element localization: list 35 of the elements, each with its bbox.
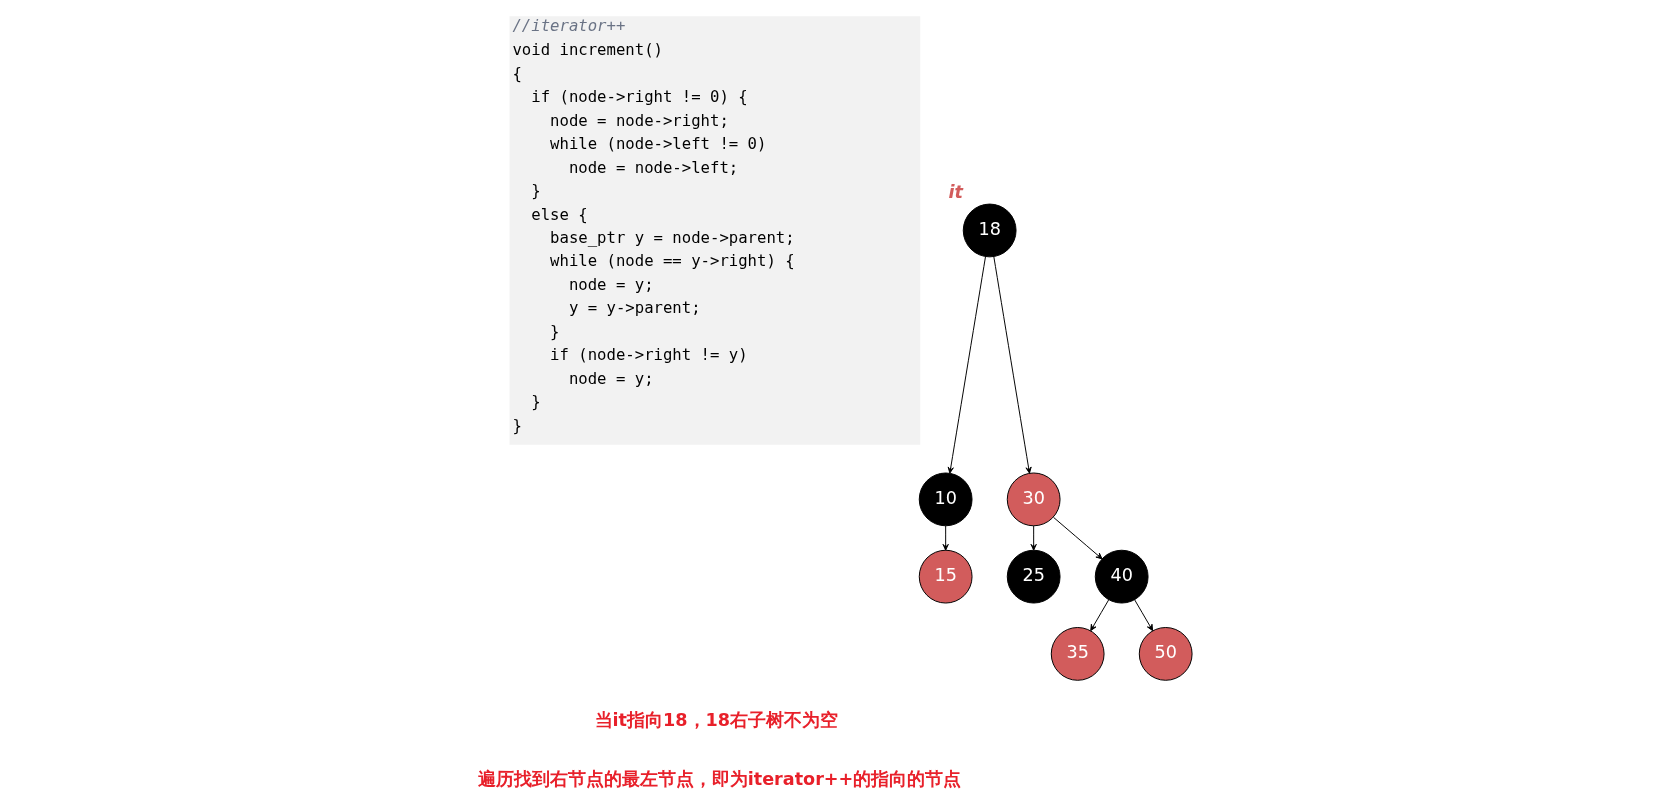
node-circle: 30 <box>1006 472 1061 527</box>
label: } <box>512 415 522 435</box>
node-circle: 50 <box>1138 627 1193 681</box>
label: } <box>531 181 541 201</box>
label: if (node->right != 0) { <box>531 87 748 107</box>
label: node = y; <box>568 368 654 388</box>
label: base_ptr y = node->parent; <box>550 227 795 247</box>
label: } <box>550 321 560 341</box>
node-circle: 35 <box>1050 627 1105 681</box>
label: if (node->right != y) <box>550 345 748 365</box>
label: } <box>531 392 541 412</box>
node-circle: 18 <box>962 203 1017 258</box>
arrow <box>1134 599 1154 632</box>
label: node = node->left; <box>568 157 739 177</box>
arrow <box>1053 516 1103 560</box>
arrow <box>1030 525 1037 551</box>
arrow <box>947 256 986 474</box>
label: while (node->left != 0) <box>550 134 767 154</box>
label: node = y; <box>568 274 654 294</box>
node-circle: 10 <box>918 472 973 527</box>
label: 遍历找到右节点的最左节点，即为iterator++的指向的节点 <box>477 769 962 790</box>
node-circle: 25 <box>1006 549 1061 604</box>
arrow <box>1090 599 1110 632</box>
label: node = node->right; <box>550 110 729 130</box>
label: while (node == y->right) { <box>550 251 795 271</box>
label: //iterator++ <box>512 15 626 35</box>
arrow <box>942 525 949 551</box>
label: void increment() <box>512 40 663 60</box>
node-label: it <box>948 181 964 202</box>
arrow <box>993 256 1032 474</box>
label: y = y->parent; <box>568 298 701 318</box>
label: { <box>512 63 522 83</box>
label: 当it指向18，18右子树不为空 <box>594 709 839 730</box>
node-circle: 15 <box>918 549 973 604</box>
label: else { <box>531 204 588 224</box>
